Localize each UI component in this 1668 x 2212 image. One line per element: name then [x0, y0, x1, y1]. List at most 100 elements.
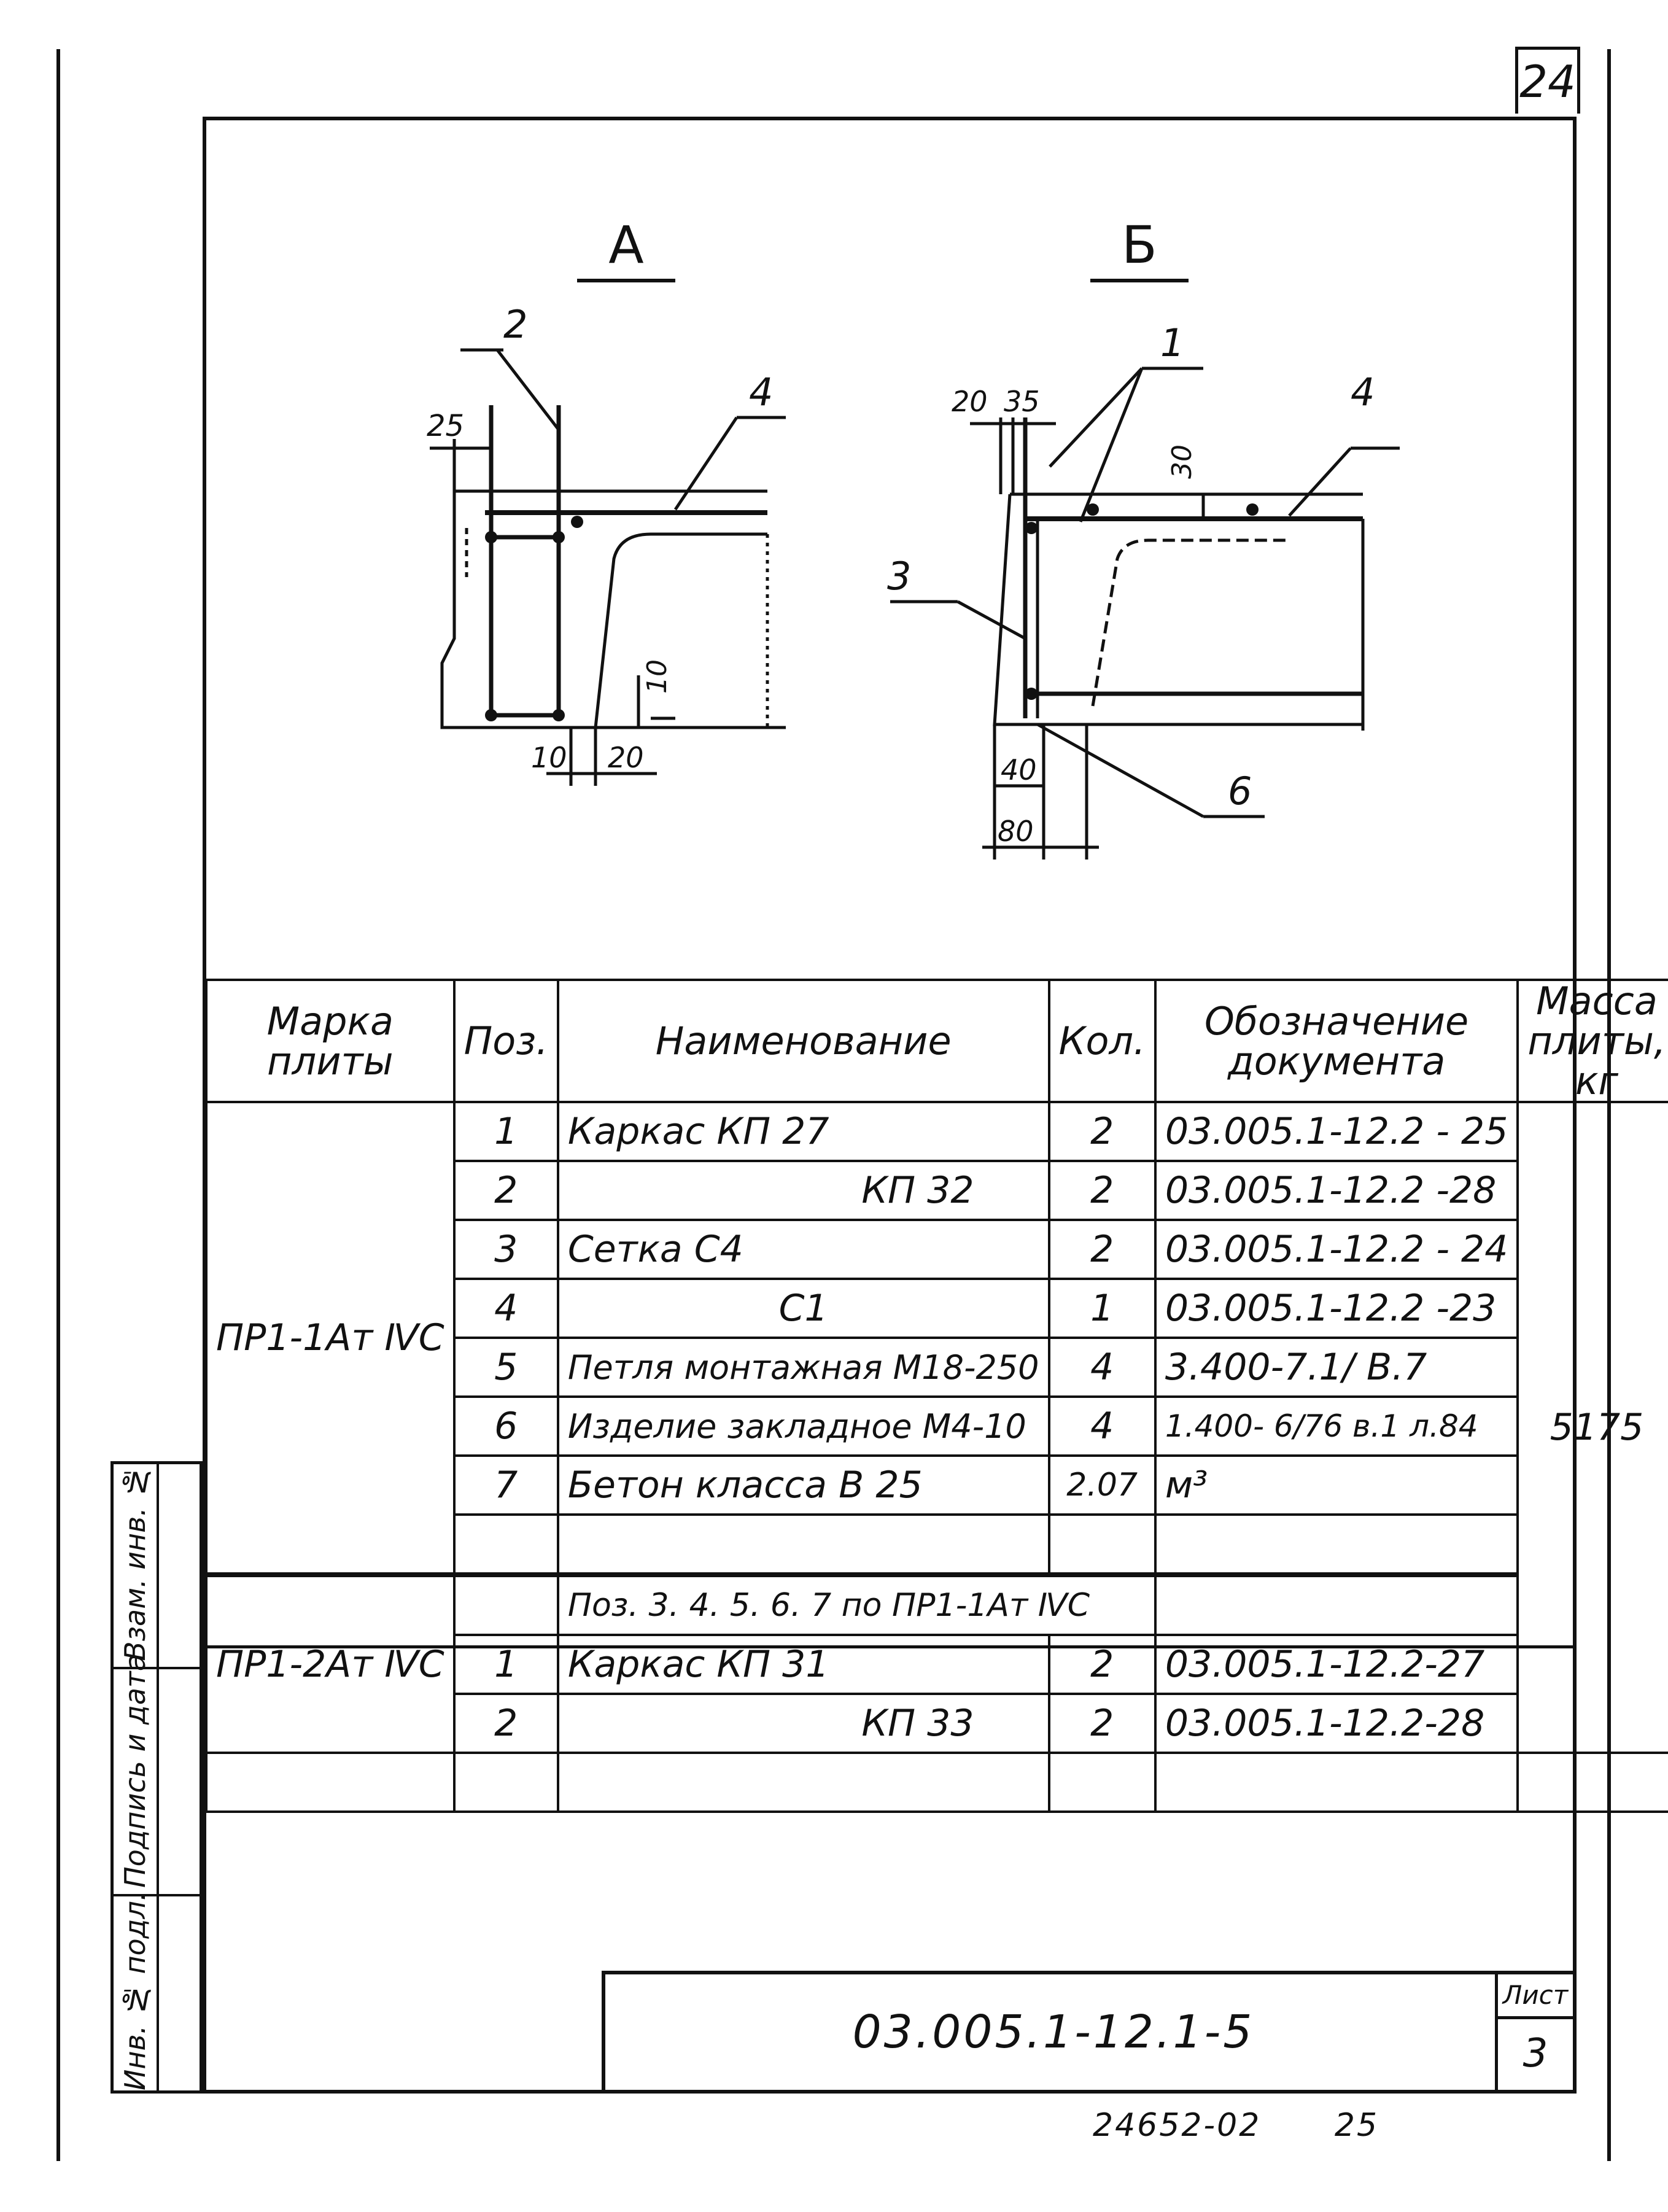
row-name: Сетка С4: [556, 1219, 1050, 1281]
row-doc: 03.005.1-12.2 - 25: [1154, 1101, 1519, 1163]
row-qty: 2.07: [1047, 1454, 1157, 1516]
sheet-label: Лист: [1498, 1974, 1573, 2019]
section-b-leader-4: [1288, 447, 1352, 517]
side-label-inv-dup: Взам. инв. №: [118, 1465, 152, 1661]
section-b-label-4: 4: [1351, 370, 1375, 414]
side-stamp-row-divider: [114, 1894, 200, 1896]
section-b-label-1: 1: [1160, 320, 1184, 365]
section-b-outline: [993, 494, 1363, 726]
row-pos: 7: [452, 1454, 559, 1516]
row-doc: [1154, 1513, 1519, 1577]
row-qty: 1: [1047, 1278, 1157, 1340]
row-name: [556, 1513, 1050, 1577]
section-b-drawing: 1 4 3 6 20 35 30 40 80: [887, 320, 1400, 860]
row-name: КП 33: [556, 1693, 1050, 1755]
section-a-bar-3: [485, 709, 497, 721]
footer-page: 25: [1334, 2107, 1379, 2144]
table-row: 6 Изделие закладное М4-10 4 1.400- 6/76 …: [206, 1395, 1668, 1457]
table-row: ПР1-1Ат ⅣС 1 Каркас КП 27 2 03.005.1-12.…: [205, 1101, 1668, 1755]
row-qty: 2: [1047, 1160, 1157, 1222]
row-pos: 5: [452, 1337, 559, 1399]
section-b-leader-1a: [1049, 367, 1143, 468]
row-name: Каркас КП 31: [556, 1634, 1050, 1696]
row-doc: [1154, 1752, 1519, 1814]
header-mark: Марка плиты: [205, 978, 456, 1104]
section-a-bar-2: [553, 531, 565, 543]
side-label-signature-date: Подпись и дата: [118, 1653, 152, 1888]
section-a-label-2: 2: [503, 302, 527, 347]
group1-mass: 5175: [1516, 1101, 1668, 1755]
table-row: 7 Бетон класса В 25 2.07 м³: [206, 1454, 1668, 1516]
table-row: ПР1-2Ат ⅣС Поз. 3. 4. 5. 6. 7 по ПР1-1Ат…: [205, 1574, 1668, 1755]
row-qty: 4: [1047, 1395, 1157, 1457]
table-row: 1 Каркас КП 31 2 03.005.1-12.2-27: [206, 1634, 1668, 1696]
section-b-title: Б: [1078, 215, 1201, 282]
section-a-leader-2: [496, 349, 560, 431]
section-a-dim-10: 10: [642, 659, 673, 694]
side-stamp-divider: [157, 1464, 159, 2090]
row-qty: [1047, 1513, 1157, 1577]
section-a-bar-4: [553, 709, 565, 721]
row-doc: 03.005.1-12.2 -23: [1154, 1278, 1519, 1340]
section-b-bar-1: [1025, 522, 1038, 534]
sheet-border-left: [56, 49, 60, 2161]
table-header-row: Марка плиты Поз. Наименование Кол. Обозн…: [205, 978, 1668, 1104]
row-mass: [1516, 1752, 1668, 1814]
specification-table: Марка плиты Поз. Наименование Кол. Обозн…: [205, 978, 1668, 1814]
section-a-dim-25: 25: [427, 409, 464, 443]
table-bottom-line: [205, 1645, 1574, 1648]
section-a-cage: [489, 535, 561, 718]
section-b-leader-6: [1036, 723, 1204, 818]
header-qty: Кол.: [1047, 978, 1157, 1104]
row-pos: 2: [452, 1693, 559, 1755]
side-label-inv-orig: Инв. № подл.: [118, 1892, 152, 2090]
section-a-title: А: [565, 215, 688, 282]
footer: 24652-02 25: [1093, 2107, 1379, 2144]
row-name: [556, 1752, 1050, 1814]
section-b-leader-1b: [1079, 368, 1144, 522]
section-b-dim-30: 30: [1166, 444, 1198, 479]
row-doc: 03.005.1-12.2 -28: [1154, 1160, 1519, 1222]
table-row: [205, 1752, 1668, 1814]
document-code: 03.005.1-12.1-5: [852, 2006, 1255, 2059]
title-block: 03.005.1-12.1-5 Лист 3: [602, 1971, 1577, 2094]
row-doc: [1154, 1574, 1519, 1637]
table-row: 2 КП 33 2 03.005.1-12.2-28: [206, 1693, 1668, 1755]
row-qty: 2: [1047, 1634, 1157, 1696]
section-a-bar-5: [571, 516, 583, 528]
header-mass: Масса плиты, кг: [1516, 978, 1668, 1104]
section-a-leader-4: [673, 416, 739, 511]
row-doc: 03.005.1-12.2-28: [1154, 1693, 1519, 1755]
section-a-bar-1: [485, 531, 497, 543]
row-pos: [452, 1752, 559, 1814]
table-row: 4 С1 1 03.005.1-12.2 -23: [206, 1278, 1668, 1340]
section-b-dim-80: 80: [998, 815, 1034, 848]
row-pos: 1: [452, 1101, 559, 1163]
row-name: Изделие закладное М4-10: [556, 1395, 1050, 1457]
section-b-leader-3: [956, 600, 1026, 640]
row-pos: [452, 1574, 559, 1637]
section-b-dim-35: 35: [1004, 385, 1040, 418]
row-qty: 4: [1047, 1337, 1157, 1399]
row-mark: [205, 1752, 456, 1814]
row-qty: [1047, 1752, 1157, 1814]
section-b-bar-2: [1087, 503, 1099, 516]
section-a-underline: [577, 279, 675, 282]
section-b-dim-40: 40: [1001, 753, 1037, 786]
row-doc: 03.005.1-12.2-27: [1154, 1634, 1519, 1696]
section-b-label-3: 3: [887, 554, 911, 599]
side-stamp-row-divider: [114, 1667, 200, 1669]
row-name: Каркас КП 27: [556, 1101, 1050, 1163]
group2-note: Поз. 3. 4. 5. 6. 7 по ПР1-1Ат ⅣС: [556, 1574, 1157, 1637]
section-a-title-text: А: [608, 215, 644, 275]
row-qty: 2: [1047, 1693, 1157, 1755]
group1-mark: ПР1-1Ат ⅣС: [205, 1101, 456, 1577]
row-pos: 3: [452, 1219, 559, 1281]
row-doc: 3.400-7.1/ В.7: [1154, 1337, 1519, 1399]
table-row: [206, 1513, 1668, 1577]
row-doc: 03.005.1-12.2 - 24: [1154, 1219, 1519, 1281]
row-doc: м³: [1154, 1454, 1519, 1516]
row-pos: 4: [452, 1278, 559, 1340]
section-b-bar-3: [1246, 503, 1259, 516]
header-pos: Поз.: [452, 978, 559, 1104]
